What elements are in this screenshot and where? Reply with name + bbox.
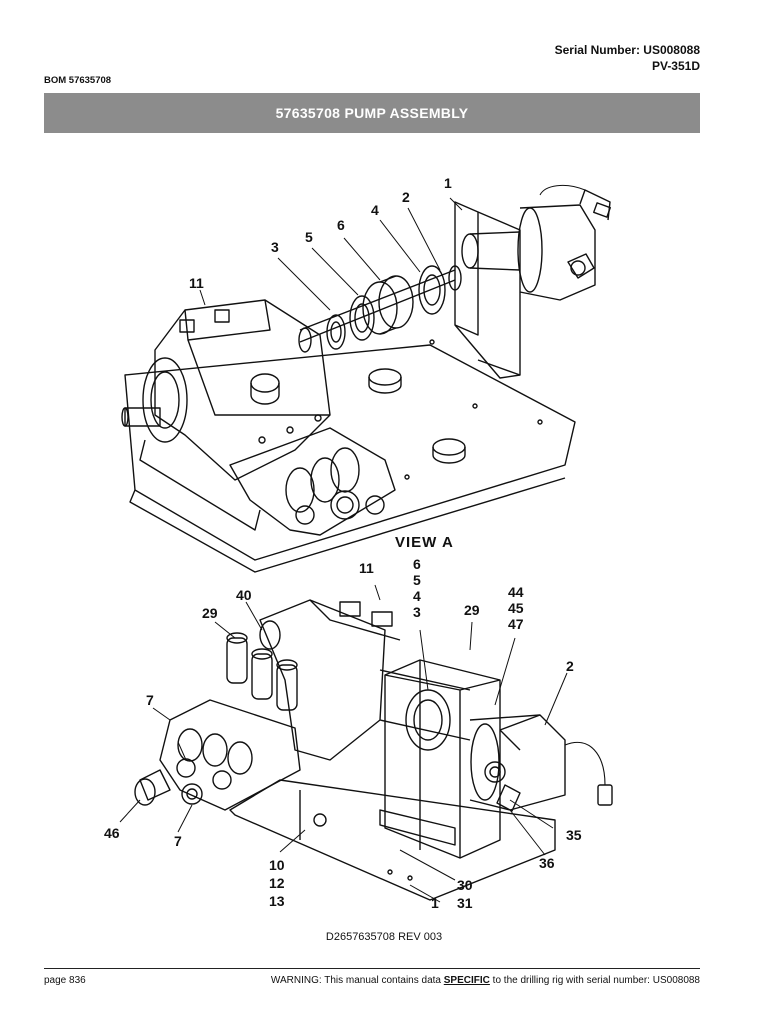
svg-text:31: 31	[457, 895, 473, 911]
svg-text:3: 3	[413, 604, 421, 620]
svg-text:1: 1	[431, 895, 439, 911]
svg-text:45: 45	[508, 600, 524, 616]
svg-text:1: 1	[444, 175, 452, 191]
svg-text:10: 10	[269, 857, 285, 873]
svg-text:6: 6	[413, 556, 421, 572]
svg-text:29: 29	[202, 605, 218, 621]
title-banner: 57635708 PUMP ASSEMBLY	[44, 93, 700, 133]
serial-number: Serial Number: US008088	[554, 43, 700, 57]
svg-text:11: 11	[189, 275, 204, 291]
svg-text:7: 7	[174, 833, 182, 849]
warning-specific: SPECIFIC	[443, 975, 490, 986]
svg-text:30: 30	[457, 877, 473, 893]
svg-text:2: 2	[402, 189, 410, 205]
pump-assembly-drawing: 1 2 4 6 5 3 11 VIEW A 11 6 5 4 3 40 29 2…	[104, 175, 613, 911]
model-number: PV-351D	[651, 59, 700, 73]
svg-text:36: 36	[539, 855, 555, 871]
svg-text:6: 6	[337, 217, 345, 233]
page-number: page 836	[44, 975, 86, 986]
svg-text:11: 11	[359, 560, 374, 576]
drawing-number: D2657635708 REV 003	[325, 931, 443, 943]
svg-text:5: 5	[305, 229, 313, 245]
svg-text:12: 12	[269, 875, 285, 891]
view-a-label: VIEW A	[395, 534, 454, 551]
svg-text:7: 7	[146, 692, 154, 708]
svg-text:3: 3	[271, 239, 279, 255]
svg-text:29: 29	[464, 602, 480, 618]
page-title: 57635708 PUMP ASSEMBLY	[275, 105, 469, 121]
svg-text:4: 4	[371, 202, 379, 218]
svg-text:35: 35	[566, 827, 582, 843]
warning-text-pre: WARNING: This manual contains data	[270, 975, 444, 986]
svg-text:44: 44	[508, 584, 524, 600]
svg-text:47: 47	[508, 616, 524, 632]
svg-text:5: 5	[413, 572, 421, 588]
svg-text:4: 4	[413, 588, 421, 604]
warning-text-post: to the drilling rig with serial number: …	[489, 975, 700, 986]
bom-number: BOM 57635708	[44, 75, 112, 86]
svg-text:40: 40	[236, 587, 252, 603]
svg-text:2: 2	[566, 658, 574, 674]
warning-notice: WARNING: This manual contains data SPECI…	[271, 975, 700, 986]
svg-text:46: 46	[104, 825, 120, 841]
serial-block: Serial Number: US008088 PV-351D	[555, 42, 700, 74]
footer-divider	[44, 968, 700, 969]
svg-text:13: 13	[269, 893, 285, 909]
